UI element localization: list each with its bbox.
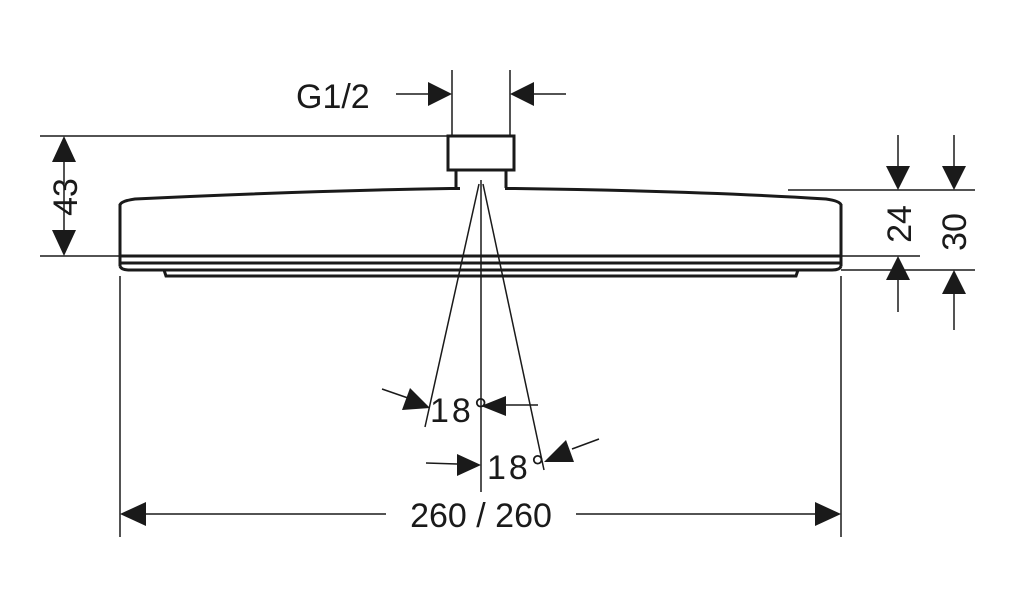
angle2-arrow-left bbox=[457, 454, 481, 476]
angle2-leader-right bbox=[571, 438, 600, 450]
angle1-arrow-left bbox=[402, 388, 430, 410]
connector-nut bbox=[446, 134, 516, 172]
dim-width-arrow-left bbox=[120, 502, 146, 526]
thread-arrow-left bbox=[428, 82, 452, 106]
spray-angle-label-upper: 18° bbox=[430, 392, 490, 430]
spray-angle-lines bbox=[424, 180, 545, 492]
spray-line-right bbox=[482, 183, 545, 471]
extension-lines bbox=[40, 70, 975, 537]
height-body-label: 24 bbox=[881, 205, 919, 243]
dim-43-arrow-bottom bbox=[52, 230, 76, 256]
angle1-leader-left bbox=[381, 388, 409, 399]
height-overall-label: 30 bbox=[936, 213, 974, 251]
dim-24-arrow-top bbox=[886, 166, 910, 190]
dim-30-arrow-bottom bbox=[942, 270, 966, 294]
dim-43-arrow-top bbox=[52, 136, 76, 162]
dim-30-arrow-top bbox=[942, 166, 966, 190]
head-top-outline bbox=[118, 187, 843, 206]
angle1-arrow-right bbox=[481, 396, 506, 416]
thread-arrow-right bbox=[510, 82, 534, 106]
dim-24-arrow-bottom bbox=[886, 256, 910, 280]
angle2-arrow-right bbox=[544, 440, 574, 462]
spray-line-left bbox=[424, 183, 480, 428]
thread-label: G1/2 bbox=[296, 78, 370, 116]
dim-width-arrow-right bbox=[815, 502, 841, 526]
angle2-leader-left bbox=[425, 462, 458, 465]
dimension-labels: G1/2 43 24 30 18° 18° 260 / 260 bbox=[47, 78, 974, 535]
spray-angle-label-lower: 18° bbox=[487, 449, 547, 487]
dimension-arrows bbox=[52, 82, 966, 526]
width-label: 260 / 260 bbox=[410, 497, 552, 535]
connector bbox=[446, 134, 516, 188]
height-total-label: 43 bbox=[47, 178, 85, 216]
